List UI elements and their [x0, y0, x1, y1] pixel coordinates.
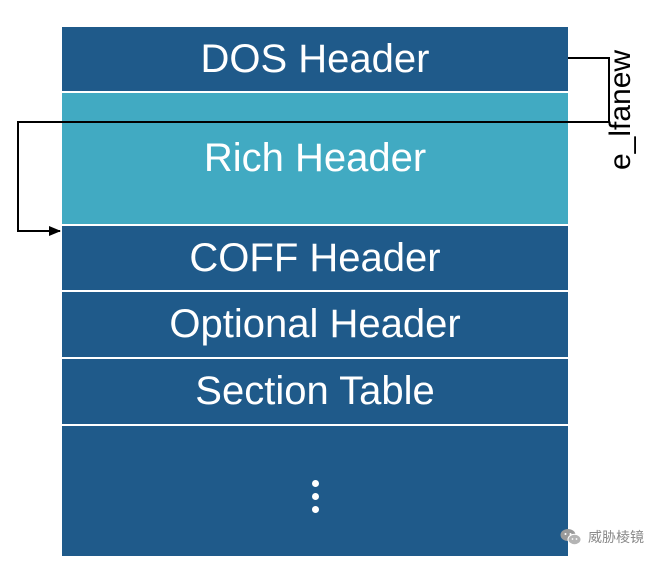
wechat-icon [560, 529, 582, 546]
dos-header-label: DOS Header [200, 36, 430, 81]
coff-header-label: COFF Header [189, 235, 441, 280]
ellipsis-icon [311, 479, 319, 513]
watermark: 威胁棱镜 [560, 527, 644, 547]
section-table-label: Section Table [195, 369, 435, 413]
rich-header-block: Rich Header [62, 93, 568, 224]
watermark-text: 威胁棱镜 [588, 529, 644, 545]
rich-header-label: Rich Header [203, 136, 427, 180]
optional-header-block: Optional Header [62, 292, 568, 357]
remaining-sections-block [62, 426, 568, 556]
e-lfanew-label: e_lfanew [604, 49, 637, 170]
connector-line [17, 57, 610, 236]
dos-header-block: DOS Header [62, 27, 568, 91]
optional-header-label: Optional Header [169, 302, 461, 346]
section-table-block: Section Table [62, 359, 568, 424]
coff-header-block: COFF Header [62, 226, 568, 290]
